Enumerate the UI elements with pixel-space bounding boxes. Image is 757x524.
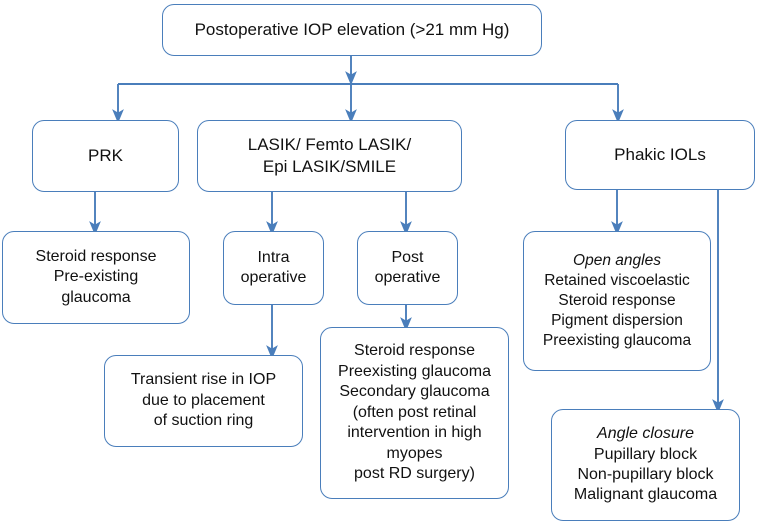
node-line: intervention in high [347, 424, 482, 442]
node-line: Preexisting glaucoma [338, 362, 491, 380]
node-line: glaucoma [61, 288, 131, 306]
node-label-group: Post operative [364, 248, 451, 289]
node-line: Malignant glaucoma [573, 486, 718, 504]
node-line: Pre-existing [53, 268, 139, 286]
node-line: Intra [257, 248, 290, 266]
node-line: post RD surgery) [354, 465, 475, 483]
node-prk[interactable]: PRK [32, 120, 179, 192]
node-label-group: Open angles Retained viscoelastic Steroi… [530, 251, 704, 350]
node-line: Steroid response [558, 292, 676, 310]
node-line: Steroid response [354, 342, 475, 360]
node-line: Secondary glaucoma [339, 383, 490, 401]
node-line: Phakic IOLs [614, 145, 706, 165]
node-line: Pupillary block [593, 445, 698, 463]
node-label-group: Transient rise in IOP due to placement o… [111, 370, 296, 431]
node-label-group: LASIK/ Femto LASIK/ Epi LASIK/SMILE [204, 134, 455, 178]
node-label-group: Angle closure Pupillary block Non-pupill… [558, 424, 733, 506]
node-line: PRK [88, 146, 123, 166]
node-line: operative [374, 269, 441, 286]
node-transient-rise[interactable]: Transient rise in IOP due to placement o… [104, 355, 303, 447]
node-line: Retained viscoelastic [544, 272, 690, 290]
node-line: Pigment dispersion [551, 311, 683, 329]
node-label-group: Steroid response Pre-existing glaucoma [9, 247, 183, 308]
node-line: of suction ring [153, 412, 254, 430]
node-intra-operative[interactable]: Intra operative [223, 231, 324, 305]
node-line: Post [391, 248, 424, 266]
node-phakic-iols[interactable]: Phakic IOLs [565, 120, 755, 190]
node-label-group: Intra operative [230, 248, 317, 289]
node-postoperative-iop-elevation[interactable]: Postoperative IOP elevation (>21 mm Hg) [162, 4, 542, 56]
node-label-group: Phakic IOLs [572, 144, 748, 166]
node-open-angles[interactable]: Open angles Retained viscoelastic Steroi… [523, 231, 711, 371]
node-prk-outcomes[interactable]: Steroid response Pre-existing glaucoma [2, 231, 190, 324]
node-line: Epi LASIK/SMILE [262, 157, 397, 176]
node-line-heading: Open angles [573, 252, 661, 270]
node-line-heading: Angle closure [597, 425, 694, 443]
node-line: due to placement [142, 391, 265, 409]
node-label-group: PRK [39, 145, 172, 167]
node-line: Steroid response [35, 247, 157, 265]
node-line: Non-pupillary block [577, 466, 714, 483]
node-label-group: Postoperative IOP elevation (>21 mm Hg) [169, 19, 535, 41]
node-line: Preexisting glaucoma [542, 331, 692, 349]
node-post-operative[interactable]: Post operative [357, 231, 458, 305]
node-line: (often post retinal [352, 403, 477, 421]
node-line: Transient rise in IOP [130, 371, 277, 389]
node-post-operative-outcomes[interactable]: Steroid response Preexisting glaucoma Se… [320, 327, 509, 499]
node-line: Postoperative IOP elevation (>21 mm Hg) [194, 20, 510, 40]
node-angle-closure[interactable]: Angle closure Pupillary block Non-pupill… [551, 409, 740, 521]
node-line: myopes [386, 444, 443, 462]
node-line: LASIK/ Femto LASIK/ [247, 135, 412, 155]
node-label-group: Steroid response Preexisting glaucoma Se… [327, 341, 502, 484]
node-lasik-group[interactable]: LASIK/ Femto LASIK/ Epi LASIK/SMILE [197, 120, 462, 192]
node-line: operative [240, 269, 307, 286]
